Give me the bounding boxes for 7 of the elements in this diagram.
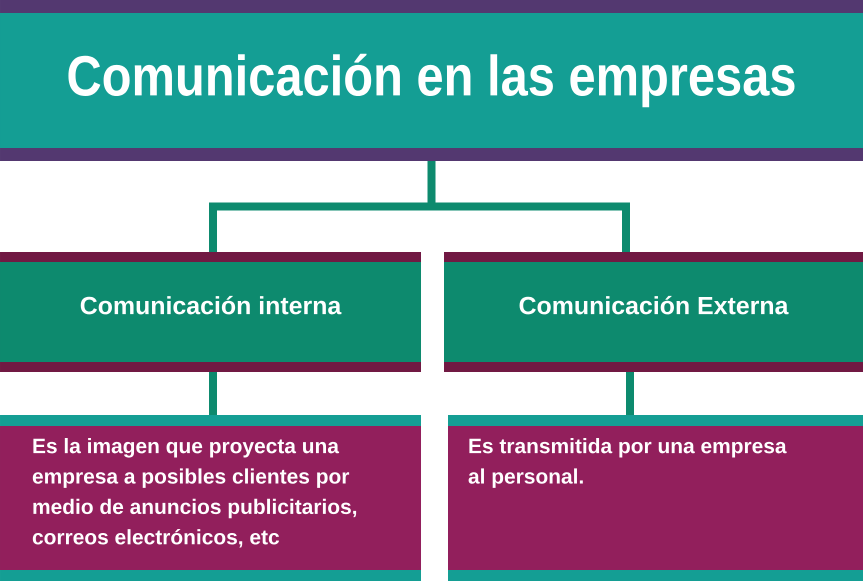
title-box: Comunicación en las empresas xyxy=(0,0,863,161)
connector-line xyxy=(209,372,217,415)
connector-line xyxy=(626,372,634,415)
category-box: Comunicación interna xyxy=(0,252,421,372)
description-box: Es transmitida por una empresa al personal. xyxy=(448,415,863,581)
description-box: Es la imagen que proyecta una empresa a posibles clientes por medio de anuncios publicitarios, correos electrónicos, etc xyxy=(0,415,421,581)
category-box: Comunicación Externa xyxy=(444,252,863,372)
